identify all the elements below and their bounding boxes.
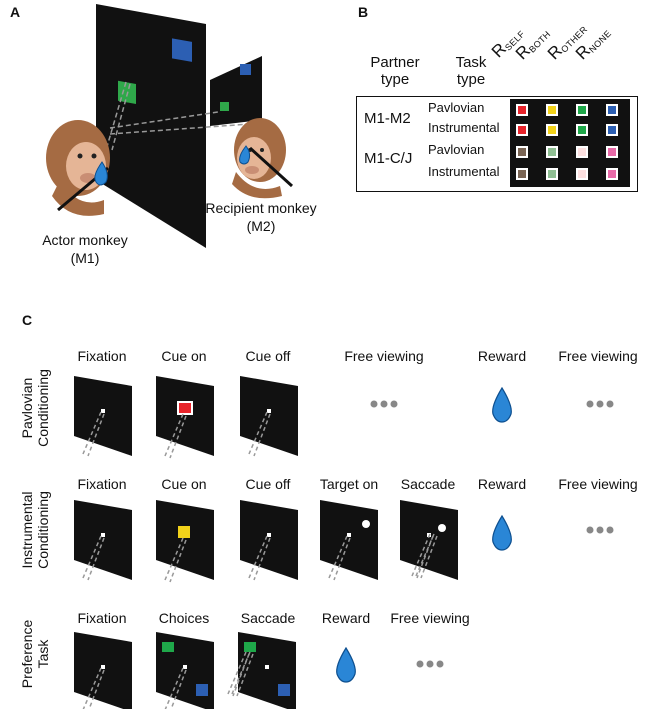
task-m1cj-pavlovian: Pavlovian (428, 142, 485, 157)
cue-cell-r3-c1 (546, 168, 558, 180)
cue-cell-r3-c3 (606, 168, 618, 180)
pav-step-cue-on: Cue on (161, 348, 207, 364)
pref-step-choices: Choices (158, 610, 210, 626)
pref-choices-screen (156, 632, 214, 709)
recipient-juice-drop-icon (239, 145, 251, 165)
pref-fixation-screen (74, 632, 132, 709)
actor-screen-blue-cue (172, 38, 192, 62)
row-partner-m1-m2: M1-M2 (364, 110, 411, 127)
pav-reward-drop-icon (492, 387, 512, 423)
pav-dots-2 (586, 400, 614, 408)
recipient-label: Recipient monkey (205, 200, 317, 216)
recipient-id: (M2) (246, 218, 276, 234)
row-partner-m1-cj: M1-C/J (364, 150, 413, 167)
cue-cell-r0-c0 (516, 104, 528, 116)
task-m1cj-instrumental: Instrumental (428, 164, 500, 179)
cue-cell-r1-c3 (606, 124, 618, 136)
col-partner-1: Partner (370, 54, 420, 71)
actor-label: Actor monkey (42, 232, 128, 248)
pav-step-cue-off: Cue off (245, 348, 291, 364)
actor-juice-drop-icon (94, 161, 108, 186)
pref-step-reward: Reward (321, 610, 371, 626)
pref-saccade-screen (227, 632, 296, 709)
pav-dots-1 (370, 400, 398, 408)
panel-a-illustration (46, 4, 294, 248)
ins-step-cue-on: Cue on (161, 476, 207, 492)
pav-step-free-viewing-2: Free viewing (558, 348, 638, 364)
ins-reward-drop-icon (492, 515, 512, 551)
panel-c-letter: C (22, 312, 33, 328)
cue-cell-r2-c2 (576, 146, 588, 158)
pref-reward-drop-icon (336, 647, 356, 683)
recipient-monkey-icon (232, 118, 286, 199)
ins-fixation-screen (74, 500, 132, 581)
panel-b-letter: B (358, 4, 369, 20)
actor-screen (96, 4, 206, 248)
cue-cell-r3-c2 (576, 168, 588, 180)
ins-dots (586, 526, 614, 534)
pav-fixation-screen (74, 376, 132, 457)
pref-step-free-viewing: Free viewing (390, 610, 470, 626)
recipient-screen-green-cue (220, 102, 229, 111)
ins-cue-on-screen (156, 500, 214, 583)
pav-step-fixation: Fixation (77, 348, 127, 364)
col-task-2: type (456, 71, 486, 88)
ins-step-reward: Reward (477, 476, 527, 492)
ins-step-target-on: Target on (319, 476, 379, 492)
cue-cell-r1-c1 (546, 124, 558, 136)
pref-step-saccade: Saccade (240, 610, 296, 626)
task-m1m2-instrumental: Instrumental (428, 120, 500, 135)
ins-saccade-screen (400, 500, 458, 580)
ins-step-cue-off: Cue off (245, 476, 291, 492)
ins-step-free-viewing: Free viewing (558, 476, 638, 492)
cue-cell-r2-c0 (516, 146, 528, 158)
cue-color-grid (510, 99, 630, 187)
col-task-1: Task (455, 54, 487, 71)
cue-cell-r0-c1 (546, 104, 558, 116)
cue-cell-r0-c2 (576, 104, 588, 116)
pav-cue-on-screen (156, 376, 214, 459)
ins-step-fixation: Fixation (77, 476, 127, 492)
pref-dots (416, 660, 444, 668)
pref-step-fixation: Fixation (77, 610, 127, 626)
pav-cue-off-screen (240, 376, 298, 457)
ins-target-on-screen (320, 500, 378, 581)
task-m1m2-pavlovian: Pavlovian (428, 100, 485, 115)
cue-cell-r1-c2 (576, 124, 588, 136)
actor-monkey-icon (46, 120, 110, 216)
recipient-screen-blue-cue (240, 64, 251, 75)
ins-cue-off-screen (240, 500, 298, 581)
cue-cell-r3-c0 (516, 168, 528, 180)
pav-step-reward: Reward (477, 348, 527, 364)
actor-id: (M1) (70, 250, 100, 266)
cue-cell-r2-c1 (546, 146, 558, 158)
cue-cell-r1-c0 (516, 124, 528, 136)
pav-step-free-viewing-1: Free viewing (344, 348, 424, 364)
ins-step-saccade: Saccade (400, 476, 456, 492)
cue-cell-r0-c3 (606, 104, 618, 116)
col-partner-2: type (380, 71, 410, 88)
cue-cell-r2-c3 (606, 146, 618, 158)
panel-a-letter: A (10, 4, 21, 20)
